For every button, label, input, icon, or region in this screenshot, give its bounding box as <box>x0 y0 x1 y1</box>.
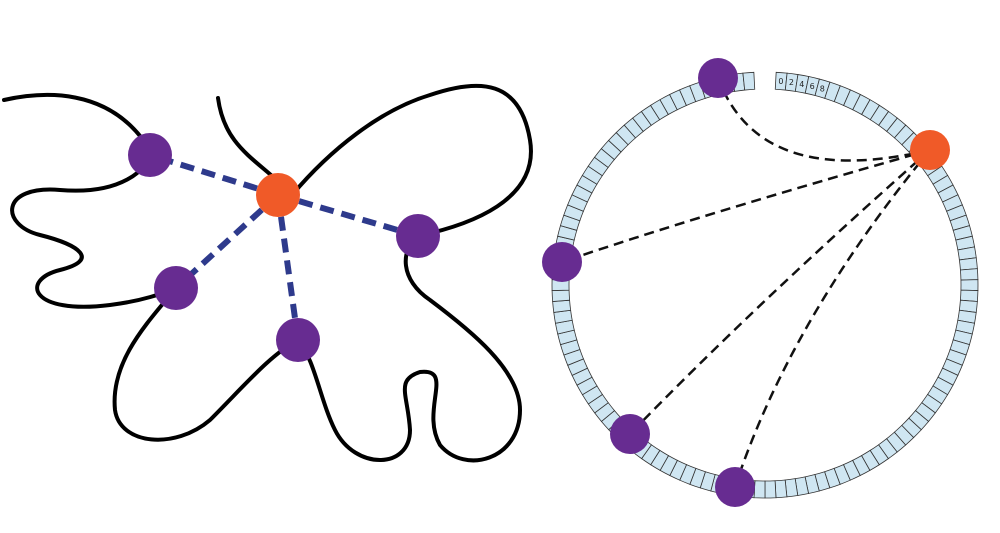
ring-label: 6 <box>810 82 815 91</box>
ring-label: 0 <box>778 77 783 86</box>
hub-node <box>256 173 300 217</box>
contact-arc-1 <box>716 77 931 162</box>
ring-segment <box>784 478 799 498</box>
contact-line-1 <box>149 152 279 198</box>
contact-line-4 <box>277 192 419 239</box>
ring-hub-node <box>910 130 950 170</box>
contact-line-2 <box>173 192 281 291</box>
contact-node-4 <box>396 214 440 258</box>
ring-label: 8 <box>820 85 825 94</box>
contact-arcs-right <box>561 77 931 488</box>
contact-arc-2 <box>561 148 931 264</box>
ring-segment <box>959 268 979 281</box>
nodes-right <box>542 58 950 507</box>
ring-segment <box>764 480 777 499</box>
ring-contact-node-2 <box>542 242 582 282</box>
contact-node-3 <box>276 318 320 362</box>
ring-contact-node-3 <box>610 414 650 454</box>
left-panel <box>2 83 533 463</box>
ring-segment <box>552 299 572 313</box>
ring-label: 2 <box>789 78 794 87</box>
ring-segment <box>959 289 979 302</box>
ring-segment <box>960 279 979 291</box>
contact-arc-4 <box>733 149 931 488</box>
ring-segment <box>774 479 788 499</box>
contact-node-2 <box>154 266 198 310</box>
contact-lines-left <box>149 152 419 341</box>
ring-segment <box>742 71 756 91</box>
polymer-chain-top-loop <box>216 83 533 238</box>
ring-segment <box>551 289 571 302</box>
ring-segment <box>958 257 978 271</box>
ring-contact-node-1 <box>698 58 738 98</box>
contact-node-1 <box>128 133 172 177</box>
contact-arc-3 <box>629 149 931 435</box>
contact-line-3 <box>275 194 301 341</box>
nodes-left <box>128 133 440 362</box>
ring-contact-node-4 <box>715 467 755 507</box>
ring-label: 4 <box>799 80 804 89</box>
polymer-chain-lower <box>112 234 523 463</box>
ring-segment <box>753 480 766 499</box>
polymer-chain-left-arm <box>2 93 178 309</box>
